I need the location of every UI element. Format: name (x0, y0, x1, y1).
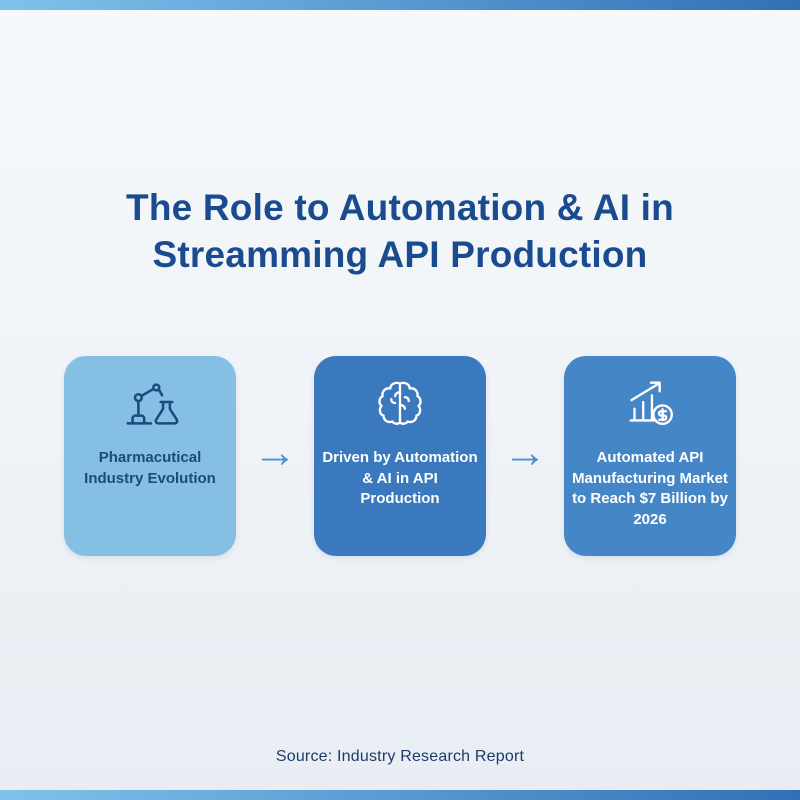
arrow-right-icon: → (503, 428, 547, 477)
top-accent-bar (0, 0, 800, 10)
card-label: Pharmacutical Industry Evolution (84, 449, 216, 487)
source-caption: Source: Industry Research Report (275, 748, 525, 765)
card-label: Automated API Manufacturing Market to Re… (572, 449, 728, 529)
brain-icon (369, 372, 431, 434)
card-automation-ai-production: Driven by Automation & AI in API Product… (314, 356, 486, 556)
arrow-right-icon: → (253, 428, 297, 477)
card-pharma-industry-evolution: Pharmacutical Industry Evolution (64, 356, 236, 556)
bottom-accent-bar (0, 790, 800, 800)
page-title-line-2: Streamming API Production (152, 234, 648, 276)
process-flow: Pharmacutical Industry Evolution → Drive… (0, 356, 800, 556)
card-label: Driven by Automation & AI in API Product… (322, 449, 478, 508)
page-title: The Role to Automation & AI in Streammin… (0, 184, 800, 279)
robot-arm-flask-icon (119, 372, 181, 434)
page-title-line-1: The Role to Automation & AI in (126, 187, 674, 228)
market-growth-icon (619, 372, 681, 434)
card-market-forecast: Automated API Manufacturing Market to Re… (564, 356, 736, 556)
